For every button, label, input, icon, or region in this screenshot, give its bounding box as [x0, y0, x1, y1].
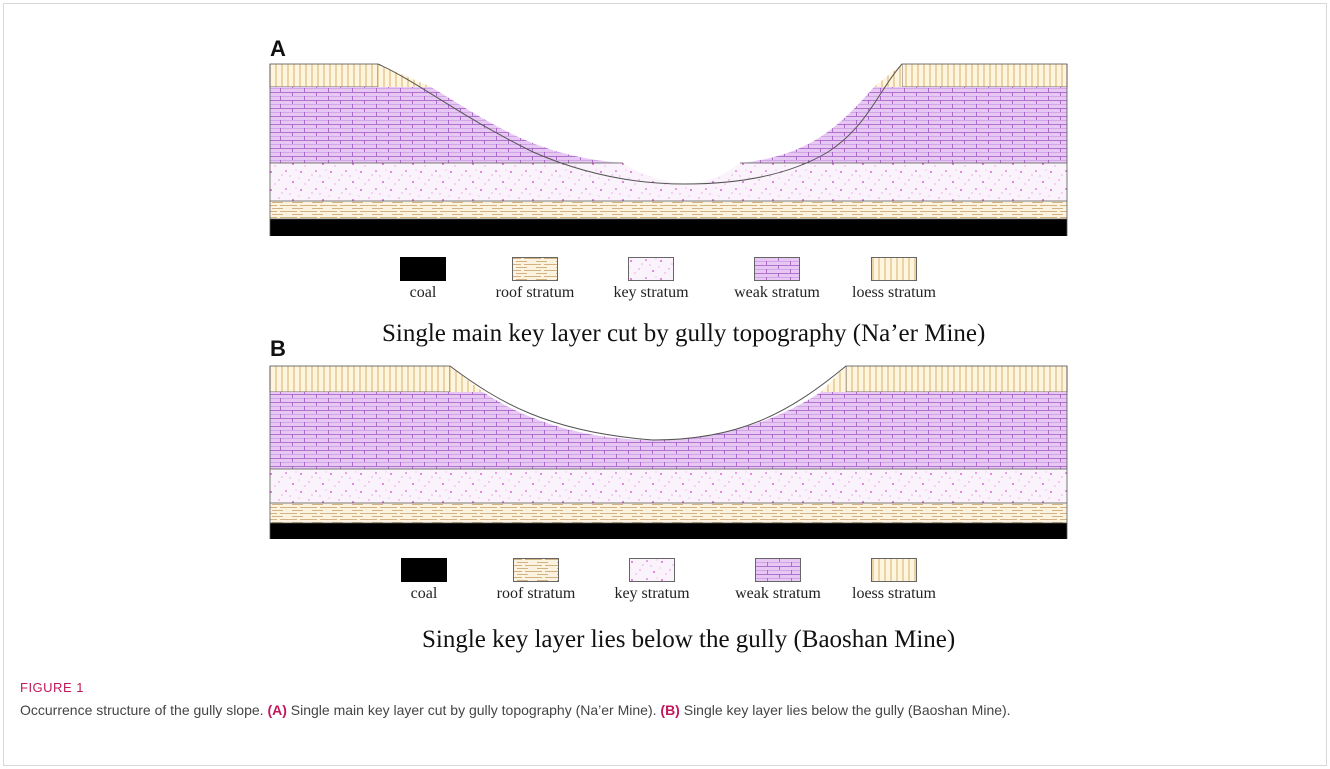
legend-b-coal-label: coal	[410, 585, 438, 602]
panel-a-loess-left	[269, 63, 379, 88]
legend-a-coal-label: coal	[409, 284, 437, 301]
caption-a-text: Single main key layer cut by gully topog…	[290, 702, 657, 718]
key-swatch	[629, 558, 675, 582]
panel-a-weak-right	[740, 87, 1067, 163]
panel-a-loess-slope-right	[874, 64, 902, 87]
figure-caption: FIGURE 1 Occurrence structure of the gul…	[20, 680, 1310, 720]
panel-b-letter: B	[270, 336, 286, 361]
legend-b-coal: coal	[364, 558, 484, 603]
legend-a-key: key stratum	[591, 257, 711, 302]
panel-b-title: Single key layer lies below the gully (B…	[422, 626, 956, 653]
legend-b-roof: roof stratum	[476, 558, 596, 603]
panel-b-gully-profile	[449, 365, 847, 441]
panel-b-roof-stratum	[270, 503, 1067, 523]
panel-a-coal-seam	[270, 219, 1067, 236]
panel-b-key-stratum	[270, 469, 1067, 503]
legend-b-loess-label: loess stratum	[852, 585, 936, 602]
panel-a-title: Single main key layer cut by gully topog…	[382, 320, 986, 347]
legend-b-roof-label: roof stratum	[496, 585, 576, 602]
panel-a-legend: coal roof stratum key stratum weak strat…	[363, 257, 983, 303]
panel-a-weak-left	[270, 87, 623, 163]
panel-a-roof-stratum	[270, 201, 1067, 219]
panel-a-loess-slope-left	[378, 64, 431, 87]
panel-b-loess-right	[845, 365, 1068, 393]
legend-a-coal: coal	[363, 257, 483, 302]
legend-a-loess: loess stratum	[834, 257, 954, 302]
panel-a-letter: A	[270, 36, 286, 61]
weak-swatch	[755, 558, 801, 582]
legend-b-key-label: key stratum	[614, 585, 690, 602]
caption-b-text: Single key layer lies below the gully (B…	[683, 702, 1011, 718]
coal-swatch	[401, 558, 447, 582]
loess-swatch	[871, 257, 917, 281]
roof-swatch	[513, 558, 559, 582]
caption-a-tag: (A)	[267, 702, 287, 718]
legend-b-key: key stratum	[592, 558, 712, 603]
panel-a-key-stratum	[270, 163, 1067, 201]
figure-frame	[3, 3, 1327, 766]
caption-text: Occurrence structure of the gully slope.…	[20, 701, 1310, 720]
roof-swatch	[512, 257, 558, 281]
panel-b-coal-seam	[270, 523, 1067, 539]
coal-swatch	[400, 257, 446, 281]
caption-b-tag: (B)	[660, 702, 680, 718]
panel-a-gully-profile	[377, 63, 903, 185]
legend-b-weak: weak stratum	[718, 558, 838, 603]
caption-label: FIGURE 1	[20, 680, 84, 695]
panel-b-loess-slope-right	[821, 366, 846, 392]
legend-a-weak-label: weak stratum	[734, 284, 820, 301]
loess-swatch	[871, 558, 917, 582]
legend-b-weak-label: weak stratum	[735, 585, 821, 602]
legend-a-weak: weak stratum	[717, 257, 837, 302]
panel-b-weak-stratum	[270, 392, 1067, 469]
panel-b-diagram	[269, 365, 1068, 539]
panel-b-loess-left	[269, 365, 451, 393]
key-swatch	[628, 257, 674, 281]
legend-a-roof-label: roof stratum	[495, 284, 575, 301]
legend-a-roof: roof stratum	[475, 257, 595, 302]
legend-b-loess: loess stratum	[834, 558, 954, 603]
legend-a-loess-label: loess stratum	[852, 284, 936, 301]
panel-a-diagram	[269, 63, 1068, 236]
panel-b-legend: coal roof stratum key stratum weak strat…	[364, 558, 984, 604]
panel-a-loess-right	[901, 63, 1068, 88]
weak-swatch	[754, 257, 800, 281]
caption-intro: Occurrence structure of the gully slope.	[20, 702, 264, 718]
legend-a-key-label: key stratum	[613, 284, 689, 301]
